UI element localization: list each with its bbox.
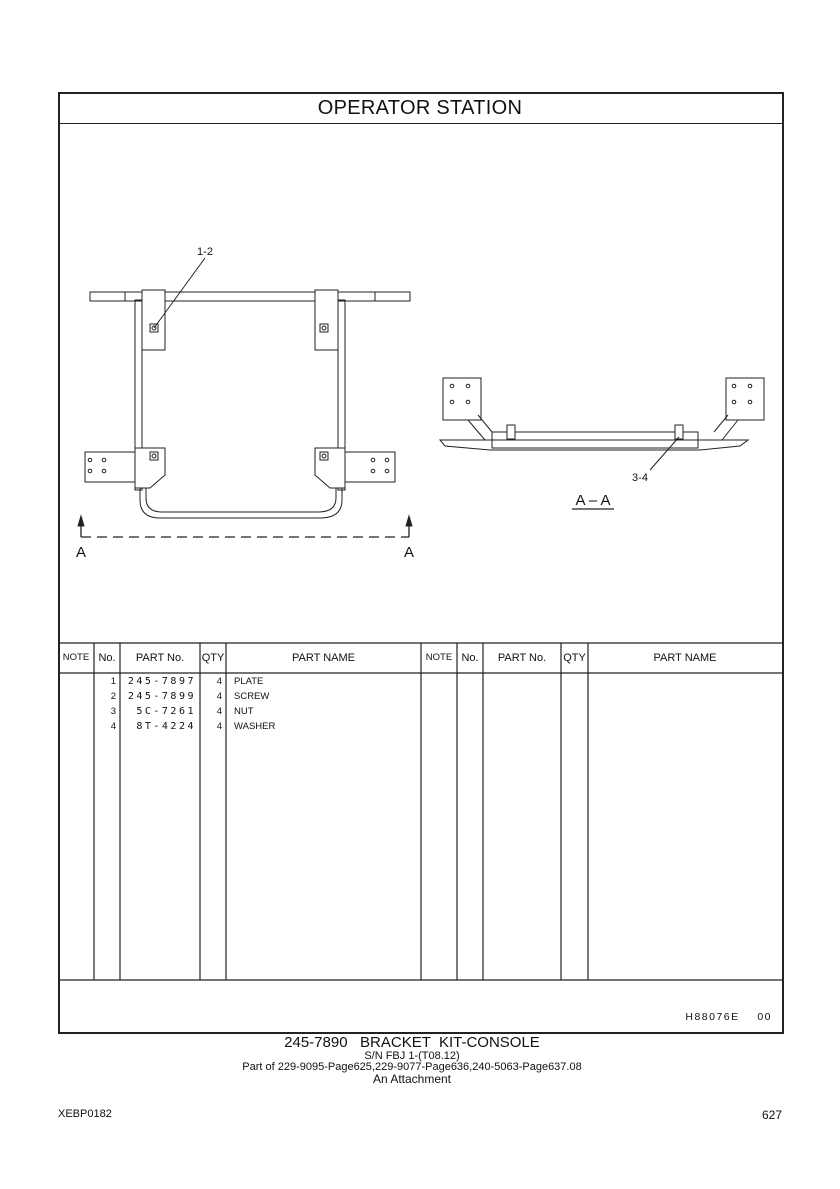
header-part-name: PART NAME [292, 652, 355, 664]
header-note-2: NOTE [425, 652, 453, 663]
top-view-drawing [77, 257, 413, 538]
row-part-name: WASHER [234, 721, 276, 732]
header-no-2: No. [461, 652, 479, 664]
table-grid [58, 642, 782, 981]
row-qty: 4 [216, 676, 222, 687]
row-no: 4 [110, 721, 116, 732]
header-note: NOTE [62, 652, 90, 663]
kit-title: 245-7890 BRACKET KIT-CONSOLE [284, 1034, 540, 1051]
doc-code: XEBP0182 [58, 1108, 112, 1120]
row-part-name: NUT [234, 706, 254, 717]
section-view-drawing [438, 377, 765, 510]
section-marker-right: A [404, 544, 414, 561]
callout-1-2: 1-2 [197, 246, 213, 258]
serial-number: S/N FBJ 1-(T08.12) [364, 1050, 460, 1062]
row-no: 2 [110, 691, 116, 702]
row-part-no: 245-7897 [127, 676, 196, 687]
row-no: 3 [110, 706, 116, 717]
header-part-no: PART No. [135, 652, 185, 664]
row-qty: 4 [216, 706, 222, 717]
row-part-no: 5C-7261 [136, 706, 196, 717]
section-title: OPERATOR STATION [58, 92, 782, 124]
page-number: 627 [761, 1108, 782, 1122]
row-qty: 4 [216, 721, 222, 732]
drawing-code: H88076E 00 [685, 1011, 772, 1023]
page-frame [58, 92, 784, 1034]
row-part-no: 245-7899 [127, 691, 196, 702]
header-part-name-2: PART NAME [653, 652, 717, 664]
header-no: No. [98, 652, 116, 664]
row-part-no: 8T-4224 [136, 721, 196, 732]
callout-3-4: 3-4 [632, 472, 648, 484]
attachment-note: An Attachment [372, 1072, 452, 1086]
section-marker-left: A [76, 544, 86, 561]
row-part-name: SCREW [234, 691, 270, 702]
header-qty-2: QTY [563, 652, 586, 664]
part-of-reference: Part of 229-9095-Page625,229-9077-Page63… [242, 1061, 582, 1073]
section-view-label: A – A [575, 492, 610, 509]
header-part-no-2: PART No. [497, 652, 547, 664]
row-part-name: PLATE [234, 676, 264, 687]
row-qty: 4 [216, 691, 222, 702]
header-qty: QTY [201, 652, 225, 664]
row-no: 1 [110, 676, 116, 687]
